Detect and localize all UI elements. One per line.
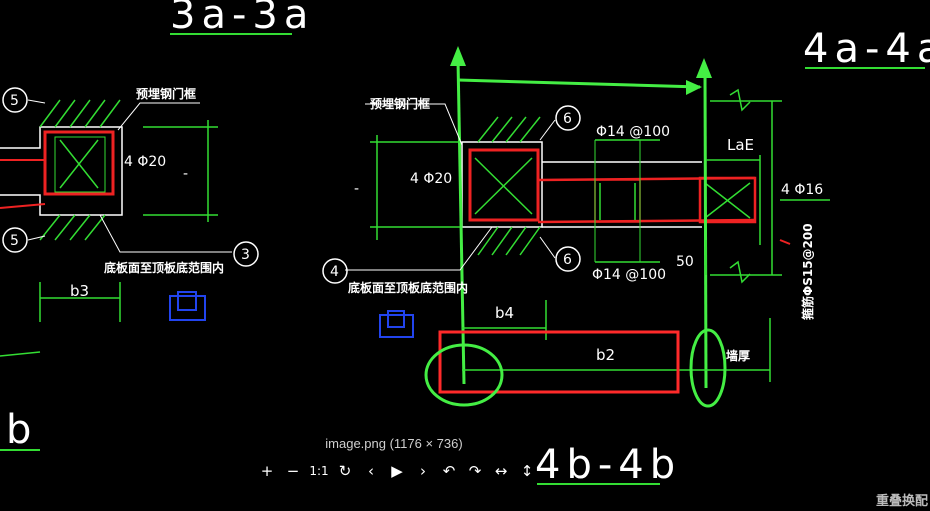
callout-3: 3 — [241, 247, 250, 263]
label-embedded-frame-left: 预埋钢门框 — [136, 86, 196, 101]
detail-4a — [345, 46, 830, 408]
section-title-3a: 3a-3a — [170, 0, 314, 38]
label-rebar-4d16: 4 Φ16 — [781, 182, 823, 198]
label-b3: b3 — [70, 282, 89, 300]
section-title-b: b — [6, 407, 37, 453]
viewer-caption: image.png (1176 × 736) — [325, 436, 463, 451]
detail-3a — [0, 99, 232, 357]
callout-5-top: 5 — [10, 93, 19, 109]
zoom-out-button[interactable]: − — [286, 462, 300, 480]
callout-circle-6-top — [555, 105, 581, 131]
callout-circle-6-bottom — [555, 246, 581, 272]
flip-vertical-button[interactable]: ↕ — [520, 462, 534, 480]
callout-6-top: 6 — [563, 111, 572, 127]
label-minus-left: - — [183, 166, 188, 182]
label-lae: LaE — [727, 136, 754, 154]
callout-6-bottom: 6 — [563, 252, 572, 268]
callout-circle-5-bottom — [2, 227, 28, 253]
label-b4: b4 — [495, 304, 514, 322]
section-title-4b: 4b-4b — [535, 442, 681, 488]
label-minus-mid: - — [354, 181, 359, 197]
zoom-in-button[interactable]: + — [260, 462, 274, 480]
watermark-text: 重叠换配 — [875, 494, 928, 509]
label-range-mid: 底板面至顶板底范围内 — [348, 280, 468, 295]
prev-button[interactable]: ‹ — [368, 462, 374, 480]
callout-circle-5-top — [2, 87, 28, 113]
section-title-4a: 4a-4a — [803, 26, 930, 72]
label-wall-thickness: 墙厚 — [726, 348, 750, 363]
actual-size-button[interactable]: 1:1 — [309, 464, 329, 478]
label-stirrup-note: 箍筋ΦS15@200 — [800, 223, 815, 321]
play-button[interactable]: ▶ — [391, 462, 403, 480]
label-b2: b2 — [596, 346, 615, 364]
callout-4: 4 — [330, 264, 339, 280]
label-range-left: 底板面至顶板底范围内 — [104, 260, 224, 275]
label-d14-100-bottom: Φ14 @100 — [592, 267, 666, 283]
viewer-toolbar: + − 1:1 ↻ ‹ ▶ › ↶ ↷ ↔ ↕ — [254, 460, 540, 482]
callout-circle-4 — [322, 258, 348, 284]
label-rebar-4d20-left: 4 Φ20 — [124, 154, 166, 170]
rotate-left-button[interactable]: ↶ — [442, 462, 456, 480]
next-button[interactable]: › — [420, 462, 426, 480]
label-embedded-frame-mid: 预埋钢门框 — [370, 96, 430, 111]
label-d14-100-top: Φ14 @100 — [596, 124, 670, 140]
callout-circle-3 — [233, 241, 259, 267]
rotate-right-button[interactable]: ↷ — [468, 462, 482, 480]
label-fifty: 50 — [676, 254, 694, 270]
reset-button[interactable]: ↻ — [338, 462, 352, 480]
flip-horizontal-button[interactable]: ↔ — [494, 462, 508, 480]
callout-5-bottom: 5 — [10, 233, 19, 249]
label-rebar-4d20-mid: 4 Φ20 — [410, 171, 452, 187]
